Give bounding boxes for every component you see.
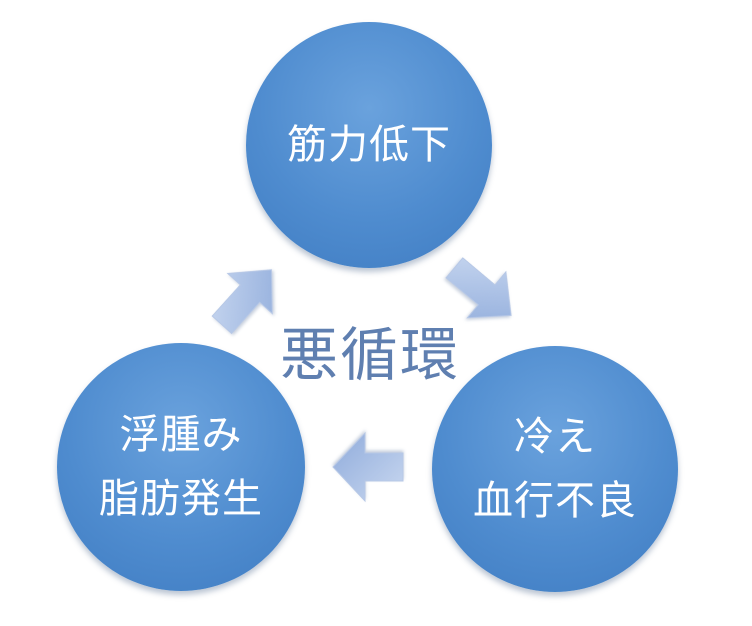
center-title: 悪循環 [279,321,460,389]
node-label-line1: 浮腫み [119,412,243,458]
node-label-line1: 冷え [514,414,596,460]
arrow-right-to-left [332,431,404,503]
node-label-line2: 血行不良 [473,478,637,524]
node-label: 筋力低下 [287,122,451,168]
node-muscle-weakness: 筋力低下 [246,22,492,268]
node-swelling-fat: 浮腫み 脂肪発生 [57,343,305,591]
node-cold-poor-circulation: 冷え 血行不良 [432,346,678,592]
node-label-line2: 脂肪発生 [99,476,263,522]
